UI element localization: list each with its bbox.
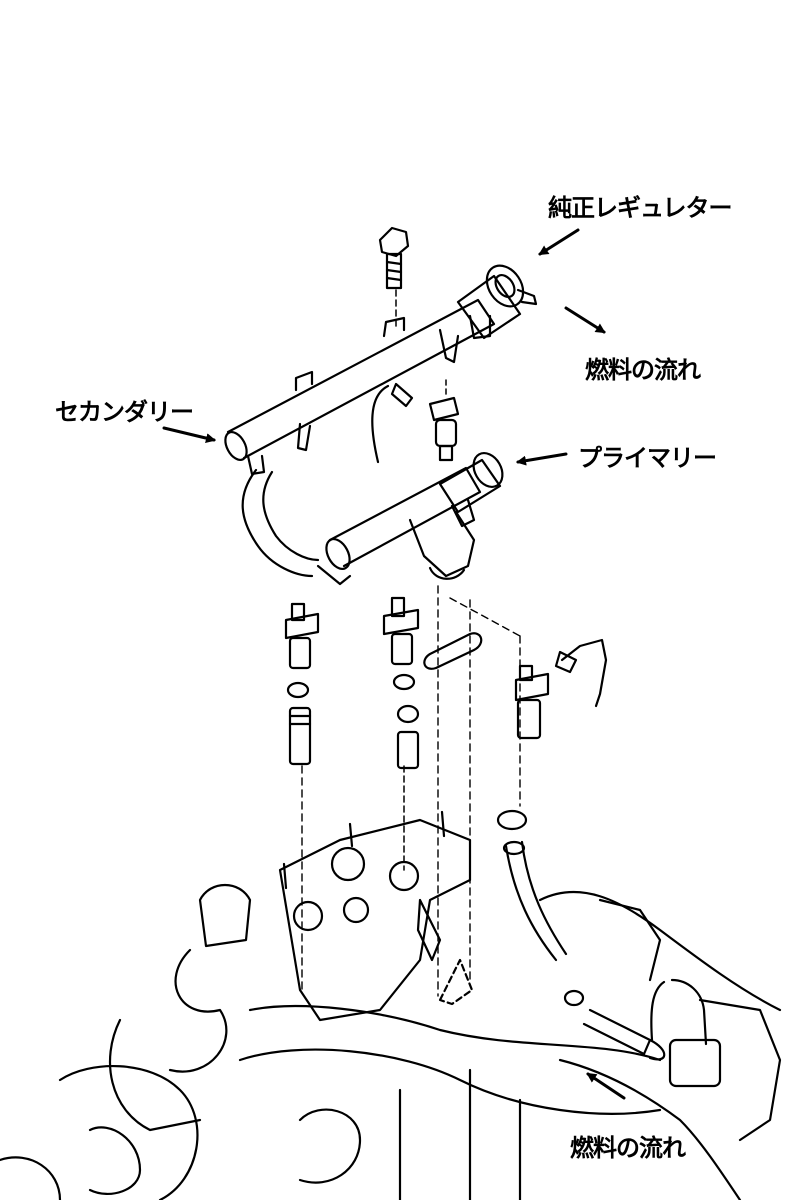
engine-block xyxy=(0,810,782,1200)
label-primary: プライマリー xyxy=(578,444,717,472)
mounting-bolt xyxy=(378,226,410,290)
arrow-regulator xyxy=(538,228,580,256)
label-fuel-flow-out: 燃料の流れ xyxy=(585,356,701,384)
arrow-flow-in xyxy=(586,1072,626,1100)
injector-center xyxy=(382,596,420,871)
label-factory-regulator: 純正レギュレター xyxy=(548,194,733,222)
secondary-fuel-rail xyxy=(224,298,496,462)
injector-right xyxy=(514,638,608,740)
vacuum-hose xyxy=(371,384,390,464)
retaining-clip xyxy=(423,632,483,670)
label-fuel-flow-in: 燃料の流れ xyxy=(570,1134,686,1162)
fuel-inlet-hose xyxy=(496,809,568,962)
factory-regulator xyxy=(456,264,538,340)
primary-regulator xyxy=(438,452,504,528)
label-secondary: セカンダリー xyxy=(55,398,194,426)
fuel-inlet-pipe xyxy=(563,978,722,1088)
arrow-flow-out xyxy=(564,306,606,334)
injector-left xyxy=(284,602,320,766)
primary-fuel-rail xyxy=(316,466,482,586)
arrow-secondary xyxy=(162,426,216,443)
rail-crossover-hose xyxy=(241,454,320,578)
injector-upper xyxy=(428,379,460,462)
arrow-primary xyxy=(516,452,568,466)
